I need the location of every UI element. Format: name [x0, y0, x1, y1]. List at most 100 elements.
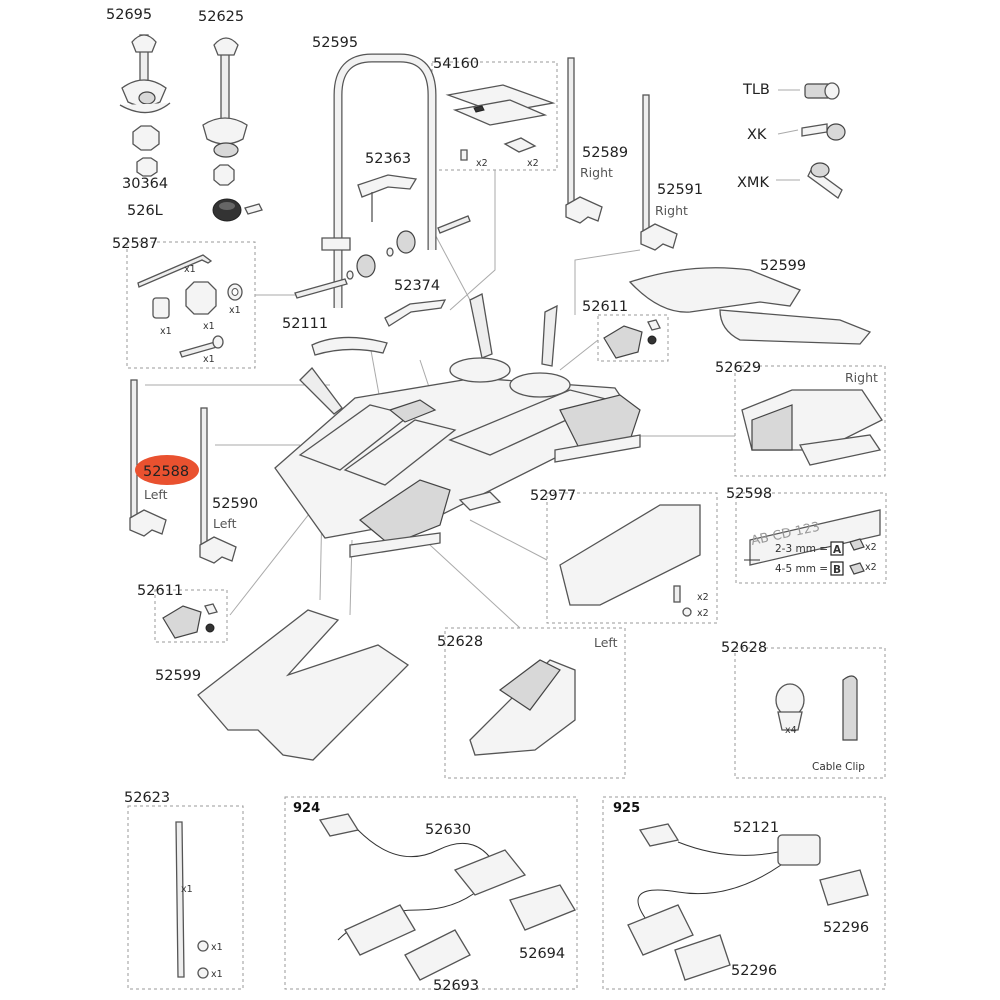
label-52611-bottom[interactable]: 52611 [137, 583, 183, 599]
label-52111[interactable]: 52111 [282, 316, 328, 332]
plate-row-1: 2-3 mm = [775, 543, 828, 555]
wheel-tray-52599-bottom [197, 609, 410, 761]
quantity-labels: x1 x1 x1 x1 x1 x2 x2 x2 x2 x2 x2 x4 x1 x… [160, 158, 877, 980]
label-kit-925[interactable]: 925 [613, 801, 640, 816]
box-925 [602, 796, 886, 990]
label-52630[interactable]: 52630 [425, 822, 471, 838]
label-526L[interactable]: 526L [127, 203, 163, 219]
label-52374[interactable]: 52374 [394, 278, 440, 294]
qty-label: x1 [211, 969, 223, 980]
end-cap-52611-bottom [162, 603, 218, 639]
clamp-52625 [202, 37, 248, 158]
carrier-main-body [274, 293, 641, 558]
label-side-right-52591: Right [655, 203, 688, 218]
plate-row-2: 4-5 mm = [775, 563, 828, 575]
cable-clip-caption: Cable Clip [812, 761, 865, 773]
label-side-right-52589: Right [580, 165, 613, 180]
label-52595[interactable]: 52595 [312, 35, 358, 51]
holder-52590 [199, 407, 237, 564]
label-52587[interactable]: 52587 [112, 236, 158, 252]
label-52977[interactable]: 52977 [530, 488, 576, 504]
qty-label: x1 [181, 884, 193, 895]
knob-30364 [132, 125, 235, 186]
qty-label: x1 [211, 942, 223, 953]
box-52611-top [597, 314, 669, 362]
wiring-kit-925 [627, 823, 869, 981]
label-TLB[interactable]: TLB [742, 82, 770, 98]
label-52121[interactable]: 52121 [733, 820, 779, 836]
key-XMK [776, 162, 843, 199]
label-XK[interactable]: XK [747, 127, 767, 143]
label-XMK[interactable]: XMK [737, 175, 769, 191]
key-XK [777, 123, 846, 141]
label-52629[interactable]: 52629 [715, 360, 761, 376]
label-52695[interactable]: 52695 [106, 7, 152, 23]
qty-label: x1 [184, 264, 196, 275]
label-52599-top[interactable]: 52599 [760, 258, 806, 274]
qty-label: x1 [203, 354, 215, 365]
label-52363[interactable]: 52363 [365, 151, 411, 167]
strap-52623 [175, 821, 209, 979]
holder-52591 [640, 94, 678, 251]
qty-label: x1 [203, 321, 215, 332]
box-52628-right [734, 647, 886, 779]
box-52628-left [444, 627, 626, 779]
label-52598[interactable]: 52598 [726, 486, 772, 502]
highlight-52588[interactable] [135, 455, 199, 485]
plate-row-1-badge: A [833, 544, 842, 556]
label-52589[interactable]: 52589 [582, 145, 628, 161]
qty-label: x2 [865, 542, 877, 553]
box-52977 [546, 492, 718, 624]
wiring-kit-924 [318, 813, 576, 981]
holder-52589 [565, 57, 603, 224]
label-52628-left[interactable]: 52628 [437, 634, 483, 650]
label-54160[interactable]: 54160 [433, 56, 479, 72]
label-52623[interactable]: 52623 [124, 790, 170, 806]
label-30364[interactable]: 30364 [122, 176, 168, 192]
label-52694[interactable]: 52694 [519, 946, 565, 962]
clamp-52695 [119, 34, 171, 114]
cable-clip-52628 [775, 675, 858, 741]
label-52625[interactable]: 52625 [198, 9, 244, 25]
label-side-left-52590: Left [213, 516, 237, 531]
light-housing-52628-left [469, 659, 576, 756]
label-52296-a[interactable]: 52296 [823, 920, 869, 936]
bracket-52363 [357, 174, 418, 222]
label-52590[interactable]: 52590 [212, 496, 258, 512]
label-kit-924[interactable]: 924 [293, 801, 320, 816]
plate-spacer-info: AB CD 123 2-3 mm = A 4-5 mm = B [744, 520, 844, 576]
kit-54160-parts [445, 84, 556, 161]
label-side-right-52629: Right [845, 370, 878, 385]
label-52693[interactable]: 52693 [433, 978, 479, 994]
label-side-left-52628: Left [594, 635, 618, 650]
qty-label: x4 [785, 725, 797, 736]
qty-label: x2 [865, 562, 877, 573]
frame-52595 [294, 53, 471, 308]
plate-row-2-badge: B [833, 564, 841, 576]
cover-52111 [311, 336, 388, 356]
part-number-labels: 52695 52625 52595 54160 TLB XK 52363 525… [106, 7, 878, 994]
label-52588[interactable]: 52588 [143, 464, 189, 480]
plate-spacer-52598 [749, 509, 881, 575]
key-TLB [778, 82, 840, 100]
qty-label: x2 [697, 592, 709, 603]
box-52623 [127, 805, 244, 990]
qty-label: x1 [160, 326, 172, 337]
label-side-left-52588: Left [144, 487, 168, 502]
label-52611-top[interactable]: 52611 [582, 299, 628, 315]
box-52629 [734, 365, 886, 477]
label-52591[interactable]: 52591 [657, 182, 703, 198]
box-52598 [735, 492, 887, 584]
light-housing-52629 [741, 389, 883, 466]
qty-label: x1 [229, 305, 241, 316]
box-52611-bottom [154, 589, 228, 643]
kit-52587-parts [137, 254, 243, 358]
end-cap-52611-top [603, 319, 661, 359]
qty-label: x2 [697, 608, 709, 619]
label-52599-bottom[interactable]: 52599 [155, 668, 201, 684]
label-52628-right[interactable]: 52628 [721, 640, 767, 656]
label-52296-b[interactable]: 52296 [731, 963, 777, 979]
holder-52588 [129, 379, 167, 537]
wheel-tray-52599-strap [719, 309, 872, 345]
